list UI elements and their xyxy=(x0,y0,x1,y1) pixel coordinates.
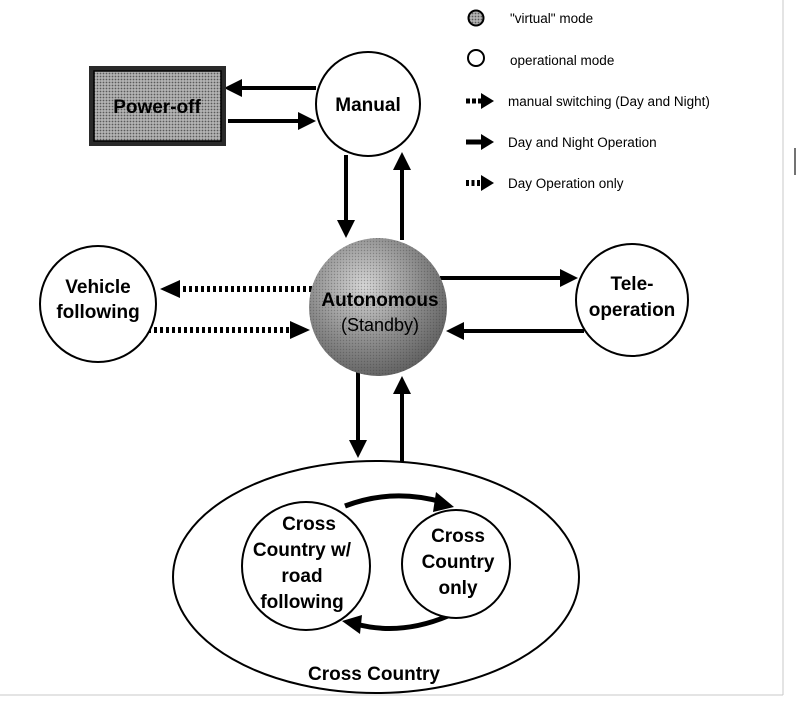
arrow-cc-only-to-cc-road xyxy=(342,613,449,634)
tele-label: Tele- xyxy=(611,274,654,295)
arrow-vehicle-following-to-autonomous xyxy=(148,321,310,339)
cross-country-label: Cross Country xyxy=(308,664,440,685)
cc-road-line2: Country w/ xyxy=(253,540,352,561)
operation-label: operation xyxy=(589,300,676,321)
arrow-manual-to-autonomous xyxy=(337,155,355,238)
manual-label: Manual xyxy=(335,95,400,116)
arrow-autonomous-to-cross-country xyxy=(349,372,367,458)
legend-day-operation-only: Day Operation only xyxy=(508,176,624,191)
cc-only-line1: Cross xyxy=(431,526,485,547)
power-off-label: Power-off xyxy=(113,97,201,118)
teleoperation-node: Tele- operation xyxy=(575,243,689,357)
cc-road-line1: Cross xyxy=(282,514,336,535)
arrow-cross-country-to-autonomous xyxy=(393,376,411,463)
arrow-autonomous-to-teleoperation xyxy=(440,269,578,287)
legend-day-night-operation: Day and Night Operation xyxy=(508,135,657,150)
power-off-node: Power-off xyxy=(89,66,226,146)
legend: "virtual" mode operational mode manual s… xyxy=(466,9,710,191)
cc-only-line3: only xyxy=(438,578,477,599)
autonomous-standby-node: Autonomous (Standby) xyxy=(309,238,447,376)
legend-operational-mode: operational mode xyxy=(510,53,614,68)
day-only-legend-icon xyxy=(466,175,494,191)
cc-only-line2: Country xyxy=(422,552,495,573)
arrow-manual-to-poweroff xyxy=(224,79,316,97)
legend-manual-switching: manual switching (Day and Night) xyxy=(508,94,710,109)
virtual-mode-legend-icon xyxy=(467,9,485,27)
arrow-poweroff-to-manual xyxy=(228,112,316,130)
arrow-autonomous-to-manual xyxy=(393,152,411,240)
cc-road-line3: road xyxy=(281,566,322,587)
arrow-cc-road-to-cc-only xyxy=(344,492,454,512)
cc-only-node: Cross Country only xyxy=(401,509,511,619)
manual-node: Manual xyxy=(315,51,421,157)
vehicle-label: Vehicle xyxy=(65,277,131,298)
arrow-teleoperation-to-autonomous xyxy=(446,322,584,340)
standby-label: (Standby) xyxy=(341,315,419,335)
legend-virtual-mode: "virtual" mode xyxy=(510,11,593,26)
following-label: following xyxy=(56,302,139,323)
day-night-legend-icon xyxy=(466,134,494,150)
autonomous-label: Autonomous xyxy=(321,290,438,311)
cc-road-line4: following xyxy=(260,592,343,613)
manual-switching-legend-icon xyxy=(466,93,494,109)
vehicle-following-node: Vehicle following xyxy=(39,245,157,363)
arrow-autonomous-to-vehicle-following xyxy=(160,280,312,298)
operational-mode-legend-icon xyxy=(467,49,485,67)
cc-road-following-node: Cross Country w/ road following xyxy=(241,501,371,631)
